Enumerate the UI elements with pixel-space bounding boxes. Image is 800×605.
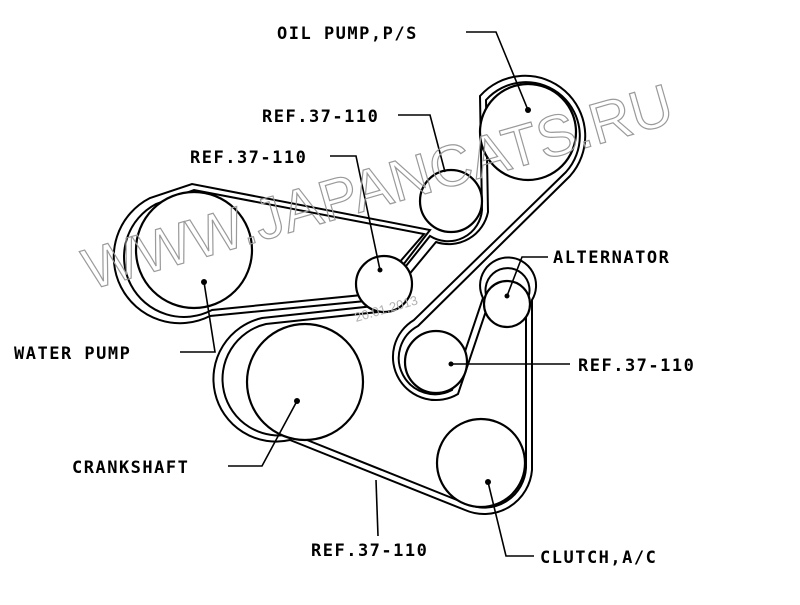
idler-pulley-top bbox=[418, 168, 484, 234]
leader-alternator bbox=[506, 256, 548, 297]
belt-water-pump-outer bbox=[112, 182, 432, 325]
idler-pulley-right bbox=[403, 329, 469, 395]
label-ref-bottom: REF.37-110 bbox=[311, 541, 428, 561]
label-oil-pump: OIL PUMP,P/S bbox=[277, 24, 418, 44]
belt-water-pump-inner bbox=[123, 188, 426, 318]
leader-ref-bottom bbox=[375, 479, 379, 537]
leader-ref-top bbox=[398, 114, 446, 173]
label-ref-right: REF.37-110 bbox=[578, 356, 695, 376]
water-pump-pulley bbox=[134, 190, 254, 310]
leader-oil-pump bbox=[466, 31, 529, 111]
label-water-pump: WATER PUMP bbox=[14, 344, 131, 364]
clutch-ac-pulley bbox=[435, 417, 527, 509]
leader-clutch-ac bbox=[487, 481, 534, 557]
belt-main bbox=[212, 74, 587, 515]
leader-ref-left bbox=[330, 155, 381, 271]
label-ref-top: REF.37-110 bbox=[262, 107, 379, 127]
label-crankshaft: CRANKSHAFT bbox=[72, 458, 189, 478]
crankshaft-pulley bbox=[245, 322, 365, 442]
label-clutch-ac: CLUTCH,A/C bbox=[540, 548, 657, 568]
belt-main-inner bbox=[221, 81, 581, 509]
label-ref-left: REF.37-110 bbox=[190, 148, 307, 168]
oil-pump-pulley bbox=[478, 82, 578, 182]
alternator-pulley bbox=[482, 279, 532, 329]
leader-crankshaft bbox=[228, 400, 298, 467]
leader-water-pump bbox=[180, 281, 216, 353]
label-alternator: ALTERNATOR bbox=[553, 248, 670, 268]
idler-pulley-left bbox=[354, 254, 414, 314]
belt-main-outer bbox=[212, 74, 587, 515]
belt-water-pump bbox=[112, 182, 432, 325]
